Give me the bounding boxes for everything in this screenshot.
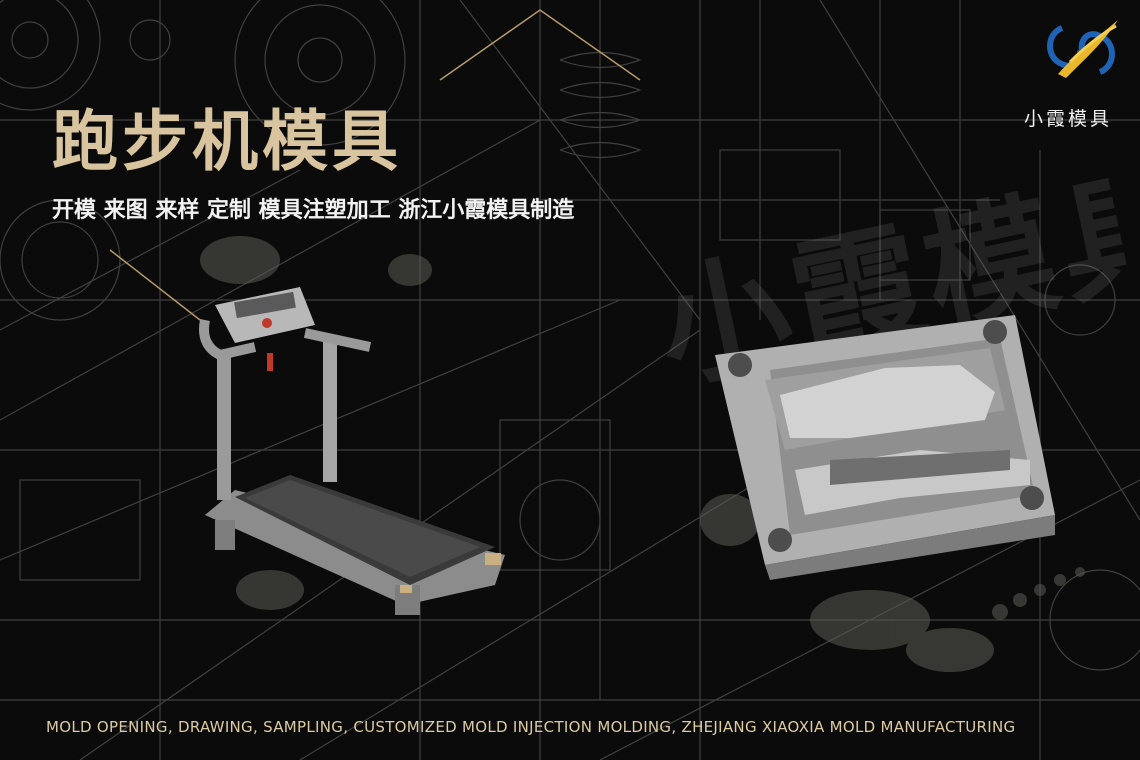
injection-mold-illustration-icon bbox=[715, 315, 1055, 580]
footer-tagline: MOLD OPENING, DRAWING, SAMPLING, CUSTOMI… bbox=[46, 718, 1016, 736]
page-title: 跑步机模具 bbox=[52, 103, 402, 180]
brand-name: 小霞模具 bbox=[1024, 108, 1113, 130]
stylized-s-wave-logo-icon bbox=[1047, 20, 1118, 78]
treadmill-illustration-icon bbox=[199, 287, 505, 615]
services-subtitle: 开模 来图 来样 定制 模具注塑加工 浙江小霞模具制造 bbox=[52, 198, 575, 223]
